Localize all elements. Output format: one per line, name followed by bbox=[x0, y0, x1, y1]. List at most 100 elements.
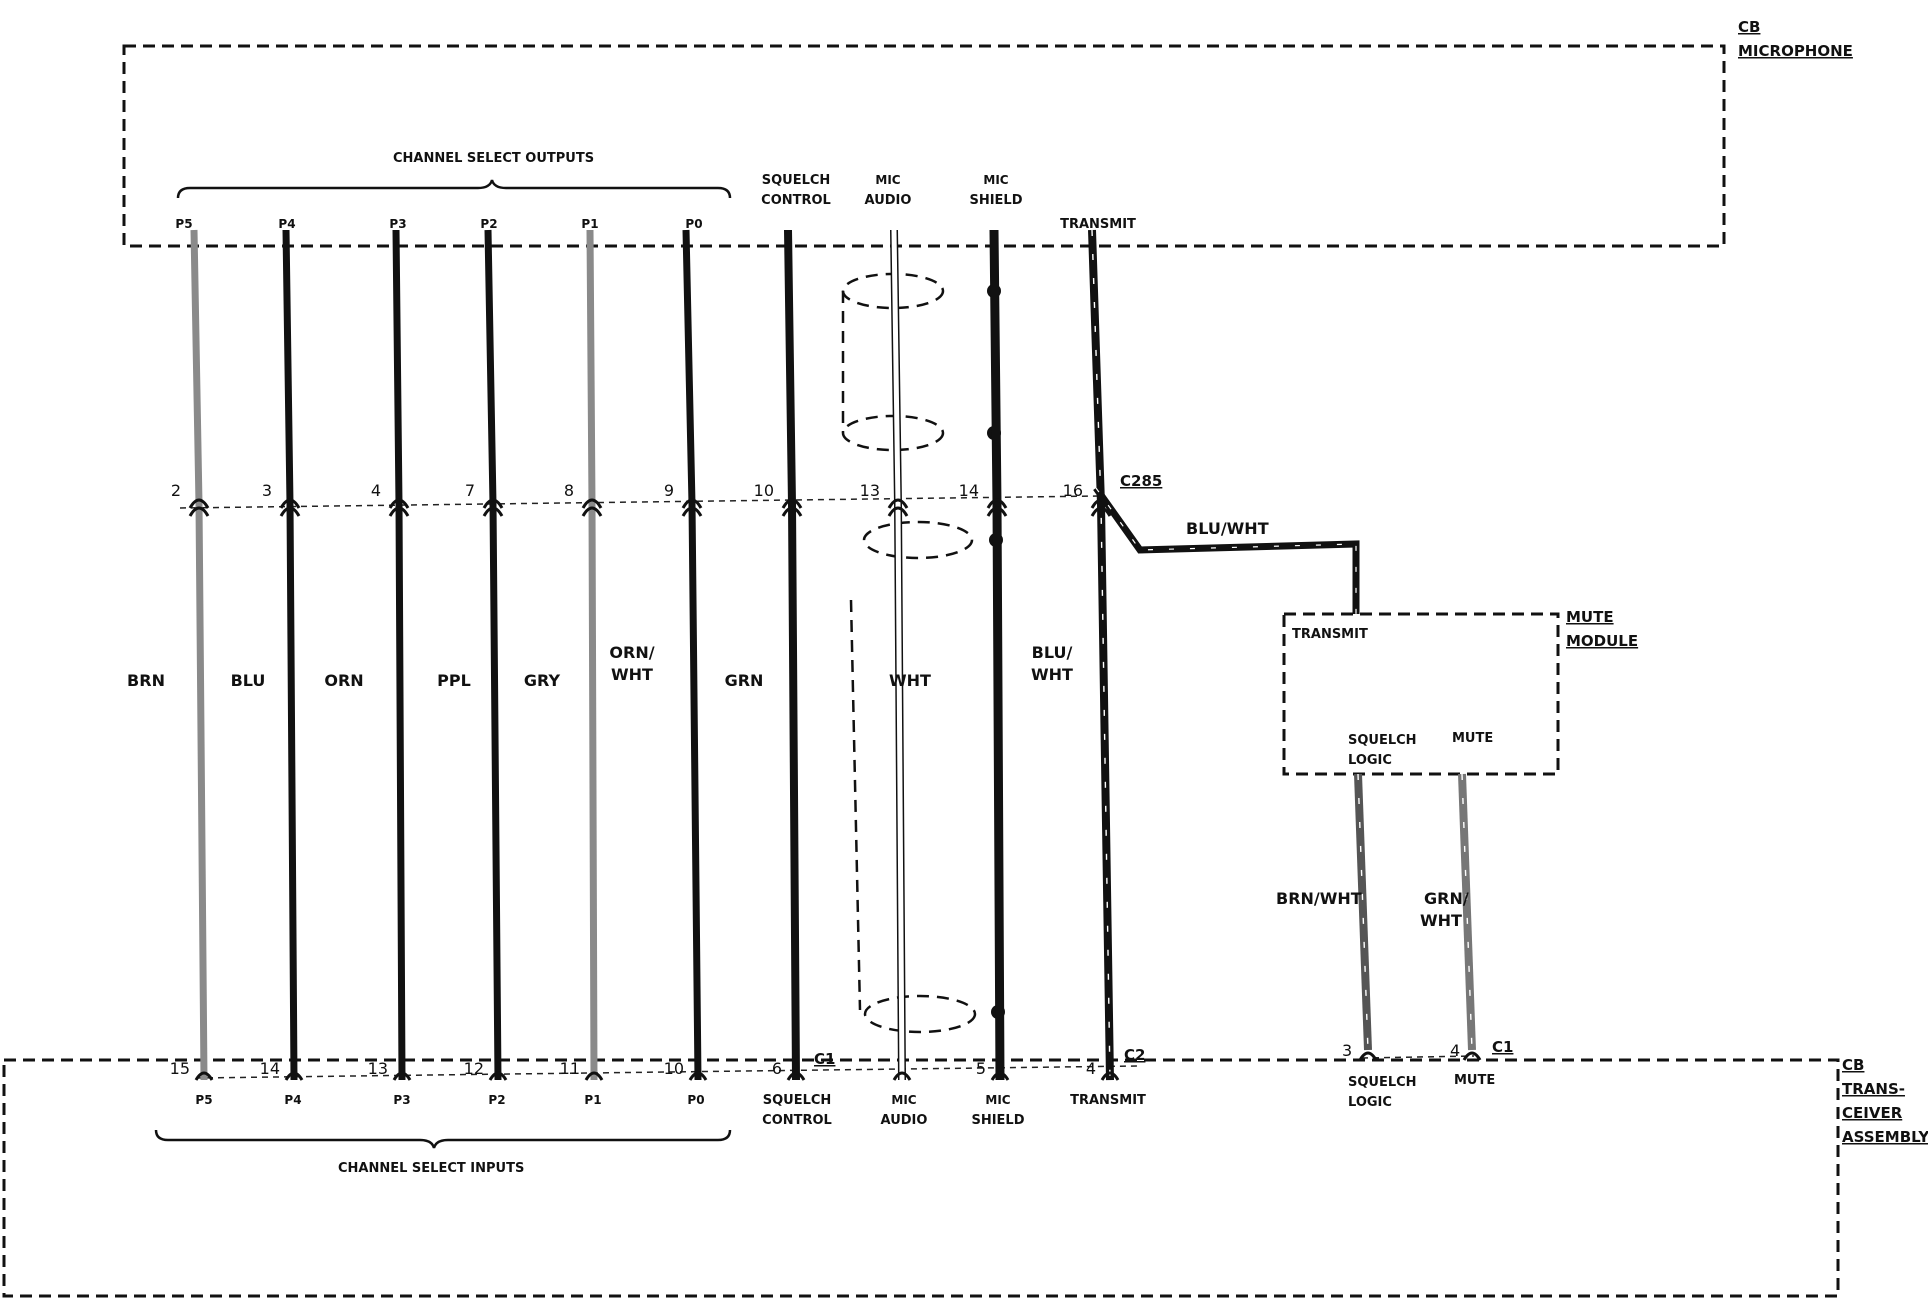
c2-label: C2 bbox=[1124, 1046, 1145, 1064]
wire-p3-color-label: ORN bbox=[324, 671, 363, 690]
wire-p0-color-label: ORN/ bbox=[609, 643, 654, 662]
wire-micshield-top-label: MIC bbox=[983, 173, 1008, 187]
c1-c2-connector-line bbox=[195, 1065, 1139, 1079]
wire-p3-bottom-pin: 13 bbox=[368, 1059, 388, 1078]
wire-p0-bottom-label: P0 bbox=[687, 1093, 704, 1107]
wire-p2 bbox=[482, 229, 508, 1081]
mute-module-transmit-label: TRANSMIT bbox=[1292, 627, 1368, 642]
wire-p2-bottom-label: P2 bbox=[488, 1093, 505, 1107]
microphone-label-1: CB bbox=[1738, 18, 1760, 36]
mute-module-mute-label: MUTE bbox=[1452, 731, 1493, 746]
microphone-label-2: MICROPHONE bbox=[1738, 42, 1853, 60]
mute-pin: 4 bbox=[1450, 1041, 1460, 1060]
wire-p4-color-label: BLU bbox=[231, 671, 266, 690]
mute-module-label-2: MODULE bbox=[1566, 632, 1638, 650]
wire-transmit-mid-pin: 16 bbox=[1063, 481, 1083, 500]
transceiver-label-4: ASSEMBLY bbox=[1842, 1128, 1928, 1146]
cb-transceiver-box bbox=[2, 1058, 1840, 1298]
wire-p4-top-label: P4 bbox=[278, 217, 295, 231]
wire-transmit-bottom-pin: 4 bbox=[1086, 1059, 1096, 1078]
wire-p5 bbox=[188, 229, 214, 1081]
mute-module-box bbox=[1282, 612, 1560, 776]
wire-p5-color-label: BRN bbox=[127, 671, 165, 690]
wire-micaudio bbox=[887, 229, 912, 1081]
wire-squelch-bottom-pin: 6 bbox=[772, 1059, 782, 1078]
mute-transmit-wire bbox=[1093, 485, 1360, 614]
transceiver-label-3: CEIVER bbox=[1842, 1104, 1903, 1122]
c1-label: C1 bbox=[814, 1050, 835, 1068]
wire-p3 bbox=[388, 229, 412, 1081]
transceiver-label-2: TRANS- bbox=[1842, 1080, 1905, 1098]
wire-micshield-bottom-label: SHIELD bbox=[971, 1113, 1024, 1128]
mute-module-squelch-label-2: LOGIC bbox=[1348, 753, 1392, 768]
wire-squelch-color-label: GRN bbox=[725, 671, 764, 690]
mute-module-squelch-label-1: SQUELCH bbox=[1348, 733, 1417, 748]
wire-squelch-bottom-label: CONTROL bbox=[762, 1113, 832, 1128]
wire-p0 bbox=[681, 229, 708, 1081]
wire-p2-mid-pin: 7 bbox=[465, 481, 475, 500]
mute-wire bbox=[1458, 773, 1476, 1051]
wire-micshield-bottom-pin: 5 bbox=[976, 1059, 986, 1078]
wire-micaudio-bottom-label: AUDIO bbox=[881, 1113, 928, 1128]
wire-squelch-bottom-label: SQUELCH bbox=[763, 1093, 832, 1108]
wire-p5-bottom-label: P5 bbox=[195, 1093, 212, 1107]
wire-p1-mid-pin: 8 bbox=[564, 481, 574, 500]
wire-p5-bottom-pin: 15 bbox=[170, 1059, 190, 1078]
wire-p3-bottom-label: P3 bbox=[393, 1093, 410, 1107]
wire-p2-bottom-pin: 12 bbox=[464, 1059, 484, 1078]
outputs-group-label: CHANNEL SELECT OUTPUTS bbox=[393, 151, 594, 166]
wire-p0-mid-pin: 9 bbox=[664, 481, 674, 500]
mute-c1-connector-line bbox=[1361, 1055, 1475, 1059]
wire-micaudio-mid-pin: 13 bbox=[860, 481, 880, 500]
cb-microphone-box bbox=[122, 44, 1726, 248]
wire-micaudio-bottom-label: MIC bbox=[891, 1093, 916, 1107]
wire-transmit-bottom-label: TRANSMIT bbox=[1070, 1093, 1146, 1108]
wire-transmit-top-label: TRANSMIT bbox=[1060, 217, 1136, 232]
squelch-logic-bottom-1: SQUELCH bbox=[1348, 1075, 1417, 1090]
wire-micshield-bottom-label: MIC bbox=[985, 1093, 1010, 1107]
wire-p1 bbox=[581, 229, 604, 1081]
inputs-brace bbox=[154, 1129, 732, 1149]
wire-p4-bottom-label: P4 bbox=[284, 1093, 301, 1107]
c285-label: C285 bbox=[1120, 472, 1162, 490]
wire-squelch-mid-pin: 10 bbox=[754, 481, 774, 500]
mute-module-label-1: MUTE bbox=[1566, 608, 1614, 626]
wire-p4-bottom-pin: 14 bbox=[260, 1059, 280, 1078]
squelch-logic-pin: 3 bbox=[1342, 1041, 1352, 1060]
wire-transmit bbox=[1088, 229, 1120, 1081]
wire-p0-top-label: P0 bbox=[685, 217, 702, 231]
transceiver-label-1: CB bbox=[1842, 1056, 1864, 1074]
mute-wire-color-1: GRN/ bbox=[1424, 889, 1469, 908]
outputs-brace bbox=[176, 179, 732, 199]
wire-p3-top-label: P3 bbox=[389, 217, 406, 231]
mute-transmit-wire-color: BLU/WHT bbox=[1186, 519, 1269, 538]
wire-micaudio-color-label: WHT bbox=[889, 671, 931, 690]
wire-p1-bottom-label: P1 bbox=[584, 1093, 601, 1107]
wires-layer: P5P5BRN215P4P4BLU314P3P3ORN413P2P2PPL712… bbox=[127, 173, 1146, 1128]
wire-squelch-top-label: SQUELCH bbox=[762, 173, 831, 188]
mute-bottom-label: MUTE bbox=[1454, 1073, 1495, 1088]
wire-p0-color-label: WHT bbox=[611, 665, 653, 684]
wire-squelch bbox=[781, 229, 806, 1081]
wire-p1-bottom-pin: 11 bbox=[560, 1059, 580, 1078]
wire-p5-mid-pin: 2 bbox=[171, 481, 181, 500]
wire-micshield-mid-pin: 14 bbox=[959, 481, 979, 500]
inputs-group-label: CHANNEL SELECT INPUTS bbox=[338, 1161, 524, 1176]
mic-audio-shield bbox=[841, 272, 1005, 1034]
wire-p4-mid-pin: 3 bbox=[262, 481, 272, 500]
mute-wire-color-2: WHT bbox=[1420, 911, 1462, 930]
wire-p0-bottom-pin: 10 bbox=[664, 1059, 684, 1078]
wire-p5-top-label: P5 bbox=[175, 217, 192, 231]
squelch-logic-terminal bbox=[1358, 1051, 1378, 1061]
wire-p1-color-label: GRY bbox=[524, 671, 561, 690]
wire-transmit-color-label: WHT bbox=[1031, 665, 1073, 684]
wire-p2-top-label: P2 bbox=[480, 217, 497, 231]
mute-c1-label: C1 bbox=[1492, 1038, 1513, 1056]
wire-squelch-top-label: CONTROL bbox=[761, 193, 831, 208]
wire-transmit-color-label: BLU/ bbox=[1032, 643, 1073, 662]
wire-micaudio-top-label: MIC bbox=[875, 173, 900, 187]
wire-p3-mid-pin: 4 bbox=[371, 481, 381, 500]
wire-p4 bbox=[279, 229, 304, 1081]
mute-terminal bbox=[1462, 1051, 1482, 1061]
